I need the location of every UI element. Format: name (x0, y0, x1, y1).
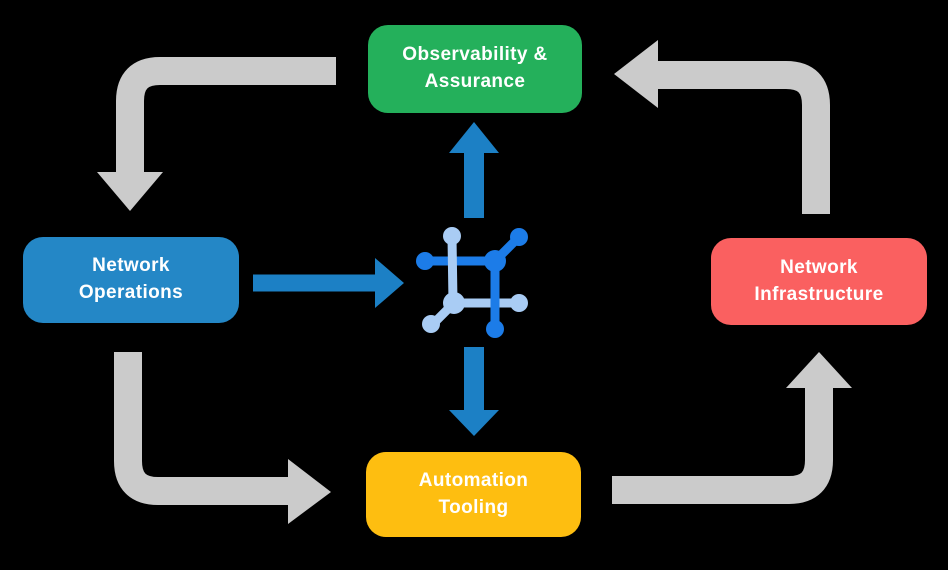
arrowhead-up (449, 122, 499, 153)
cycle-arrow-operations-to-automation (114, 352, 331, 524)
cycle-arrow-automation-to-infrastructure (612, 352, 852, 504)
arrowhead-up (786, 352, 852, 388)
node-label: Automation Tooling (418, 469, 529, 518)
node-label: Observability & Assurance (402, 44, 548, 92)
node-network-operations: Network Operations (23, 237, 239, 323)
cycle-arrow-infrastructure-to-observability (614, 40, 830, 214)
flow-arrow-hub-to-observability (449, 122, 499, 218)
node-label: Network Infrastructure (754, 256, 884, 305)
flow-arrow-operations-to-hub (253, 258, 404, 308)
arrowhead-left (614, 40, 658, 108)
flow-arrow-hub-to-automation (449, 347, 499, 436)
arrowhead-down (97, 172, 163, 211)
arrowhead-right (375, 258, 404, 308)
cycle-arrow-observability-to-operations (97, 57, 336, 211)
network-mesh-icon (416, 227, 528, 338)
arrowhead-right (288, 459, 331, 524)
node-label: Network Operations (78, 255, 184, 303)
arrowhead-down (449, 410, 499, 436)
node-network-infrastructure: Network Infrastructure (711, 238, 927, 325)
node-observability-assurance: Observability & Assurance (368, 25, 582, 113)
node-automation-tooling: Automation Tooling (366, 452, 581, 537)
